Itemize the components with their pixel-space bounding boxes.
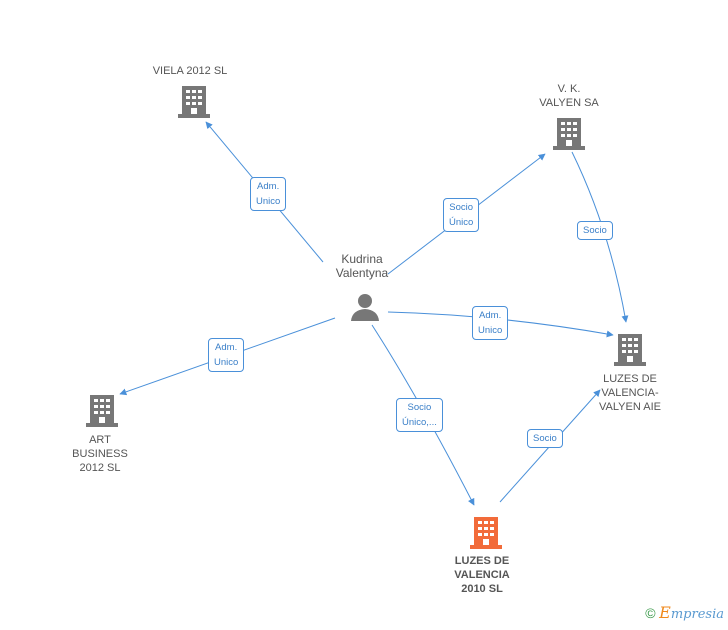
node-person-label[interactable]: Kudrina Valentyna — [335, 252, 389, 280]
node-viela-label[interactable]: VIELA 2012 SL — [152, 65, 228, 77]
building-icon — [614, 334, 646, 366]
edge-label-person-viela: Adm. Unico — [250, 177, 287, 211]
brand-name: mpresia — [670, 607, 724, 622]
building-icon — [178, 86, 210, 118]
edge-label-person-aie: Adm. Unico — [472, 306, 509, 340]
footer-brand: © Empresia — [645, 603, 724, 622]
copyright-symbol: © — [645, 605, 656, 621]
edge-label-person-vk: Socio Único — [443, 198, 480, 232]
edge-label-vk-aie: Socio — [577, 221, 613, 240]
person-icon — [351, 294, 379, 321]
edge-label-2010-aie: Socio — [527, 429, 563, 448]
brand-logo[interactable]: Empresia — [659, 603, 724, 622]
edge-label-person-art: Adm. Unico — [208, 338, 245, 372]
brand-initial: E — [659, 603, 671, 622]
focus-building-icon — [470, 517, 502, 549]
node-luzes-aie-label[interactable]: LUZES DE VALENCIA- VALYEN AIE — [599, 373, 661, 413]
node-vk-label[interactable]: V. K. VALYEN SA — [539, 83, 599, 109]
node-art-label[interactable]: ART BUSINESS 2012 SL — [72, 434, 128, 474]
node-luzes-2010-label[interactable]: LUZES DE VALENCIA 2010 SL — [454, 555, 510, 595]
building-icon — [86, 395, 118, 427]
building-icon — [553, 118, 585, 150]
edge-label-person-2010: Socio Único,... — [396, 398, 443, 432]
